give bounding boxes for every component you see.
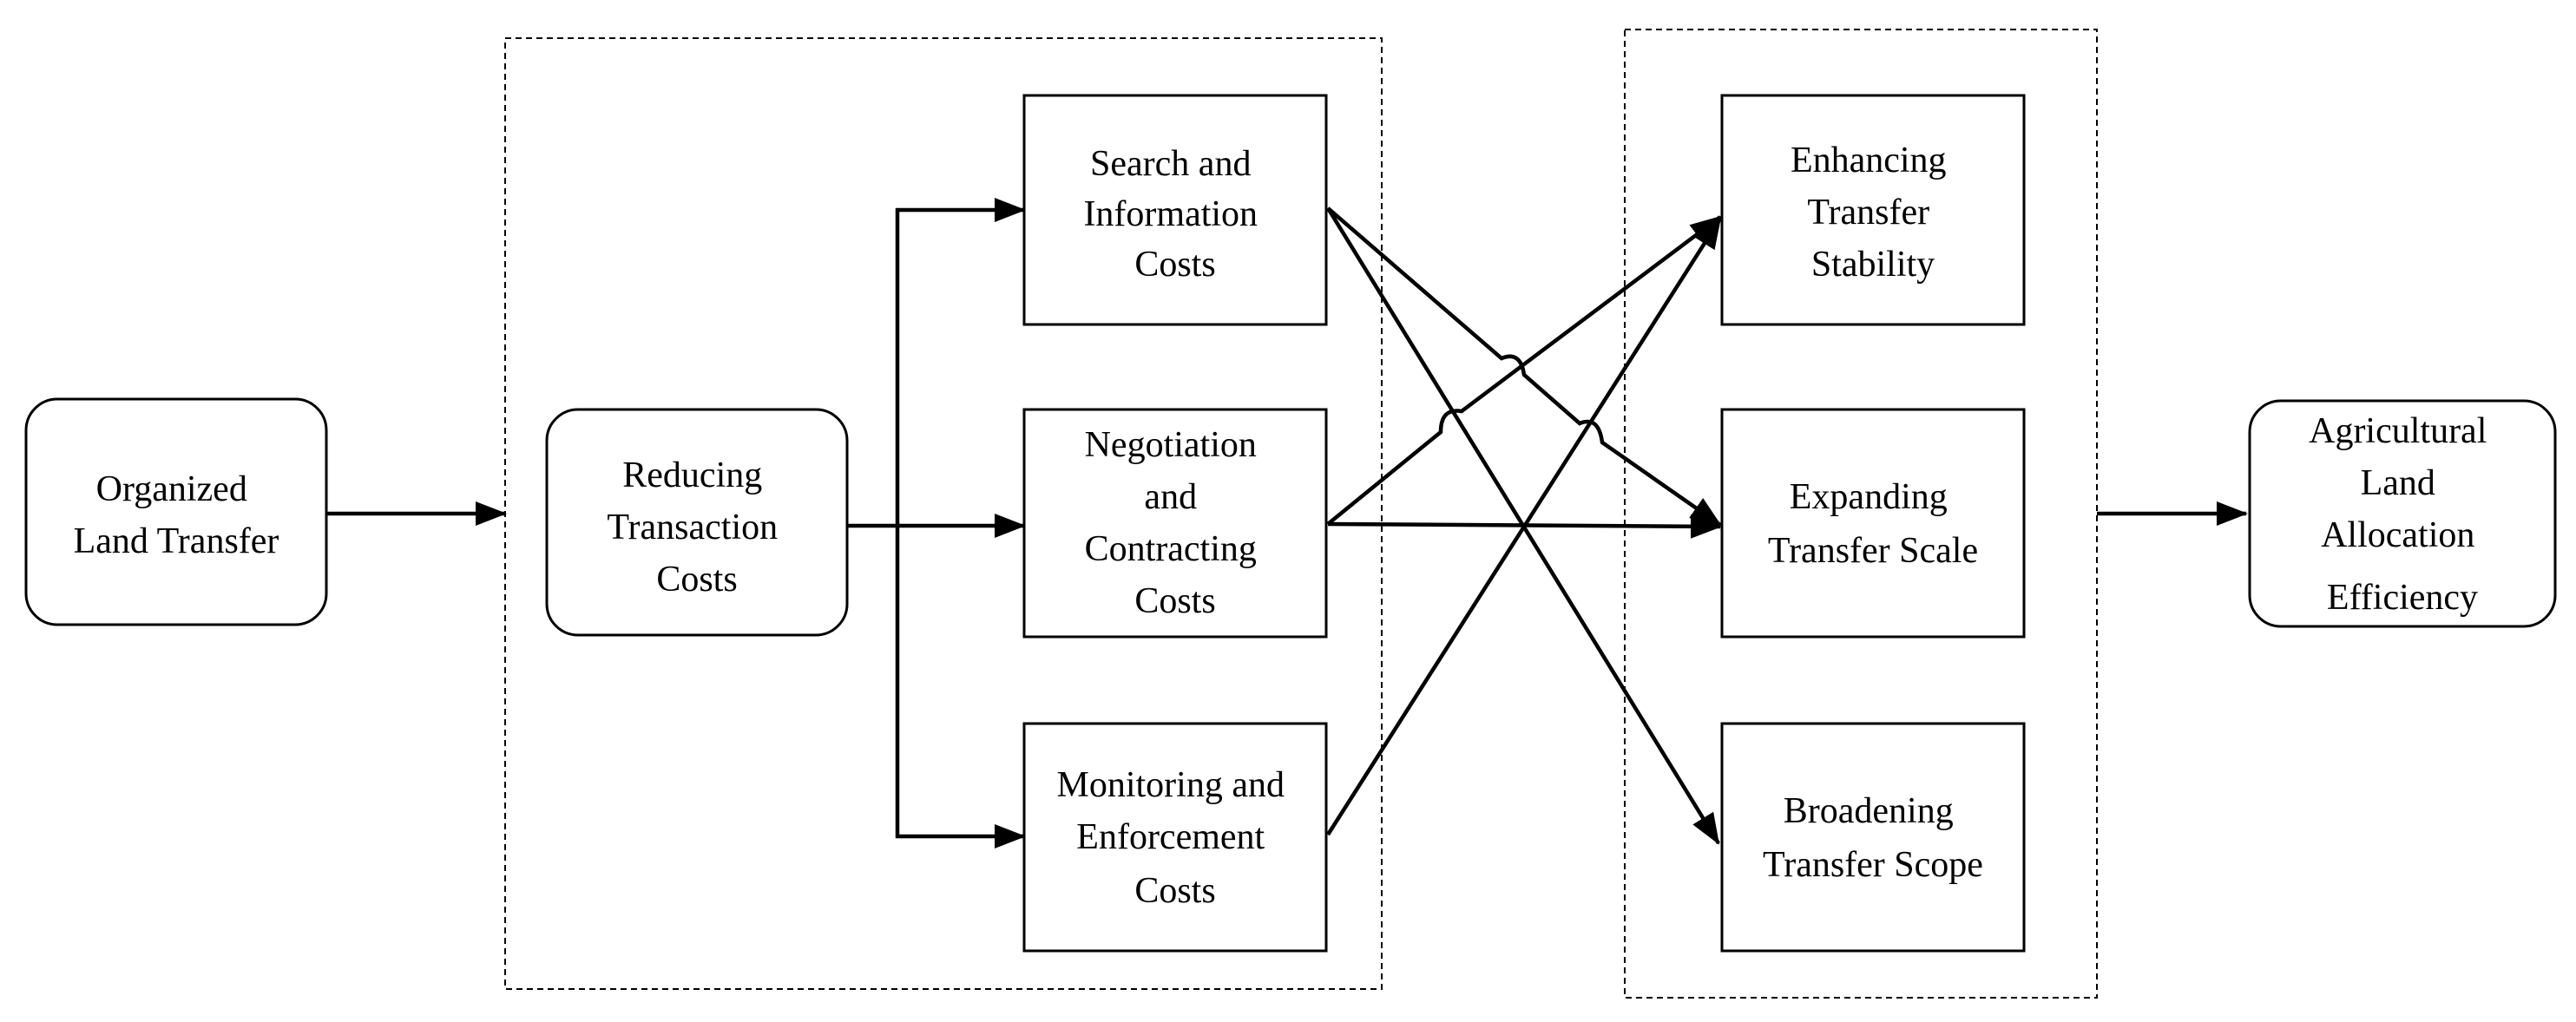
svg-text:Agricultural Land: Agricultural Land Allocation Efficiency: [2309, 411, 2496, 618]
svg-text:Monitoring and Enforceme: Monitoring and Enforcement Costs: [1057, 765, 1294, 911]
svg-text:Negotiation and Co: Negotiation and Contracting Costs: [1085, 425, 1266, 621]
node-search-information-costs: Search and Information Costs: [1022, 94, 1328, 326]
node-organized-land-transfer: Organized Land Transfer: [24, 397, 328, 626]
node-reducing-transaction-costs: Reducing Transaction Costs: [545, 408, 849, 637]
node-expanding-transfer-scale: Expanding Transfer Scale: [1720, 408, 2026, 639]
node-agricultural-land-allocation-efficiency: Agricultural Land Allocation Efficiency: [2248, 399, 2557, 628]
arrow-negotiation-to-enhancing: [1326, 215, 1722, 526]
edges: [325, 198, 2248, 848]
svg-text:Expanding Transfer Scale: Expanding Transfer Scale: [1768, 477, 1978, 571]
svg-text:Search and Information: Search and Information Costs: [1083, 144, 1266, 285]
svg-text:Broadening Transfer Scop: Broadening Transfer Scope: [1763, 791, 1983, 885]
arrow-search-to-expanding: [1326, 206, 1722, 527]
node-monitoring-enforcement-costs: Monitoring and Enforcement Costs: [1022, 722, 1328, 953]
node-broadening-transfer-scope: Broadening Transfer Scope: [1720, 722, 2026, 953]
svg-text:Enhancing Transfer: Enhancing Transfer Stability: [1791, 141, 1955, 285]
node-enhancing-transfer-stability: Enhancing Transfer Stability: [1720, 94, 2026, 326]
dashed-group-outcomes: [1624, 29, 2098, 999]
svg-text:Reducing Transaction: Reducing Transaction Costs: [607, 455, 786, 599]
arrow-monitoring-to-enhancing: [1326, 217, 1722, 836]
svg-text:Organized Land Transfer: Organized Land Transfer: [74, 469, 279, 561]
node-negotiation-contracting-costs: Negotiation and Contracting Costs: [1022, 408, 1328, 639]
